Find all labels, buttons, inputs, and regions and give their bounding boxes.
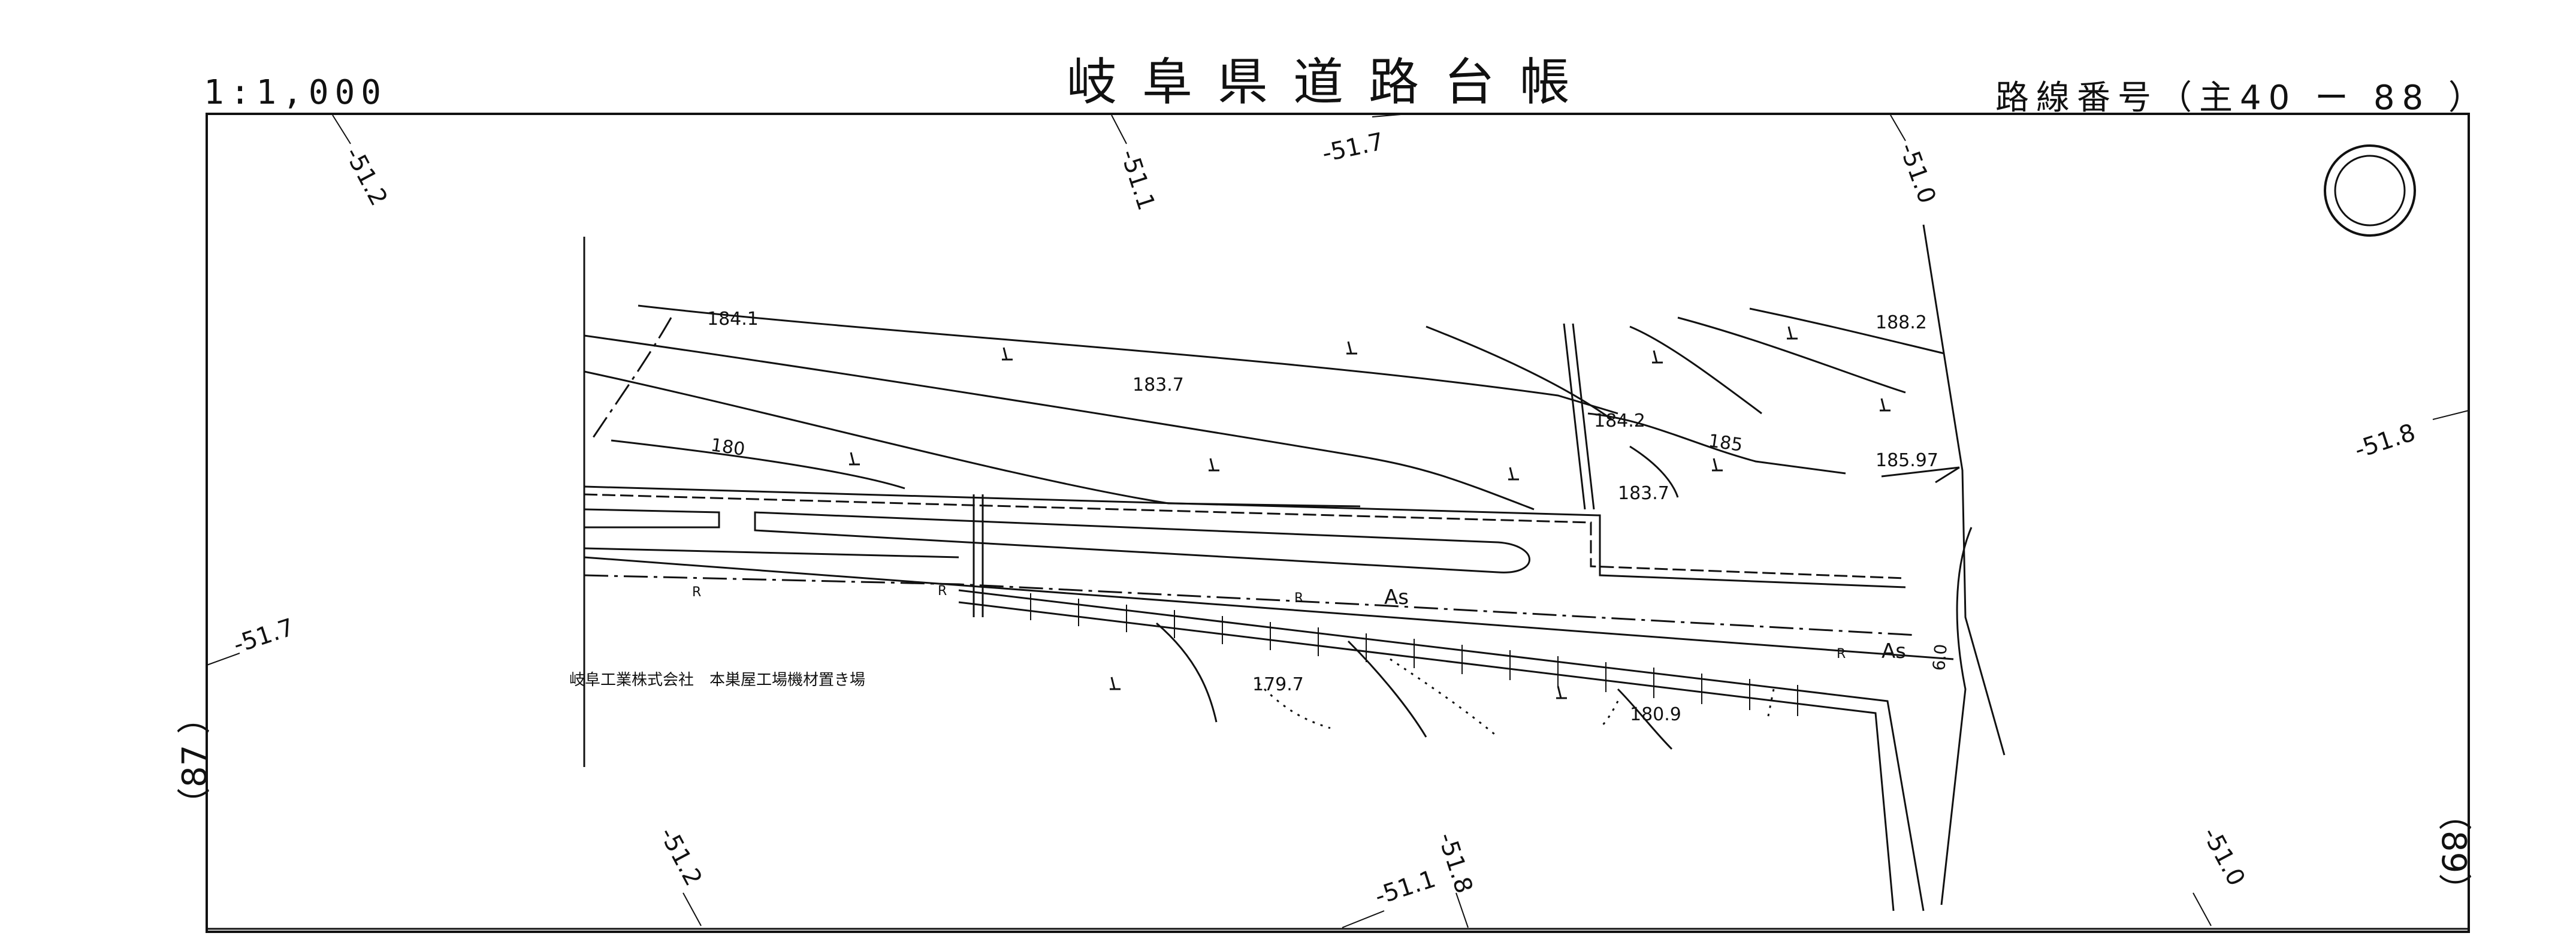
elevation-label: 184.2	[1594, 410, 1645, 431]
marker-label: R	[1294, 591, 1303, 606]
grid-label: -51.7	[1320, 128, 1387, 168]
vegetation-symbols	[849, 326, 1891, 699]
grid-label: -51.8	[2351, 419, 2419, 464]
surface-label: As	[1384, 585, 1409, 609]
grid-label: -51.1	[1115, 146, 1160, 214]
elevation-label: 183.7	[1618, 483, 1669, 504]
marker-label: R	[692, 585, 701, 600]
route-number: 路線番号（主40 ー 88 ）	[1995, 78, 2489, 117]
drainage-channel	[584, 508, 1973, 911]
elevation-label: 180	[709, 434, 747, 460]
scale-label: 1:1,000	[204, 73, 388, 112]
grid-label: -51.8	[1432, 829, 1478, 897]
elevation-label: 188.2	[1876, 312, 1927, 333]
elevation-label: 180.9	[1630, 704, 1681, 725]
survey-area-lines	[583, 224, 2006, 767]
contour-lines	[584, 304, 1960, 750]
marker-label: R	[1837, 647, 1846, 662]
boundary-lines	[584, 317, 1918, 636]
grid-label: -51.1	[1372, 865, 1439, 911]
grid-label: -51.2	[339, 143, 392, 210]
grid-label: -51.0	[2197, 823, 2250, 890]
width-label: 6.0	[1929, 643, 1951, 671]
surface-label: As	[1882, 639, 1906, 663]
grid-label: -51.7	[230, 614, 298, 659]
elevation-label: 179.7	[1252, 674, 1304, 695]
marker-label: R	[938, 584, 947, 599]
utility-corridor	[973, 323, 1595, 617]
seal-circle-icon	[2324, 144, 2416, 237]
road-edges	[584, 485, 1954, 660]
map-frame	[206, 113, 2470, 933]
elevation-label: 184.1	[707, 309, 759, 330]
grid-label: -51.0	[1894, 140, 1941, 207]
map-title: 岐阜県道路台帳	[1067, 53, 1596, 111]
elevation-label: 183.7	[1133, 375, 1184, 395]
slope-dotted	[1257, 658, 1775, 738]
elevation-label: 185	[1707, 430, 1744, 456]
grid-ticks	[206, 113, 2469, 928]
grid-label: -51.2	[654, 823, 707, 890]
channel-ticks	[1030, 593, 1798, 716]
elevation-label: 185.97	[1876, 450, 1938, 471]
company-label: 岐阜工業株式会社 本巣屋工場機材置き場	[569, 671, 865, 689]
